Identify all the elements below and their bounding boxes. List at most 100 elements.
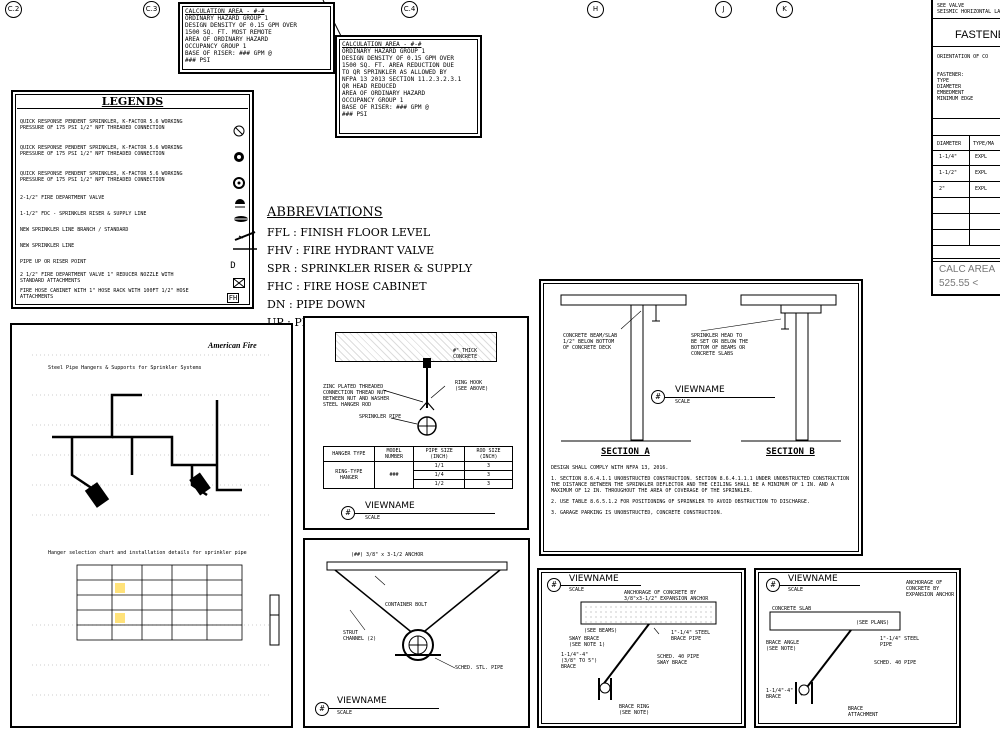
title-block-row: 1-1/4" EXPL — [933, 150, 1000, 166]
row-type: EXPL — [975, 154, 988, 160]
reference-sheet-subtitle-2: Hanger selection chart and installation … — [48, 550, 247, 556]
legend-symbol-icon: D — [230, 260, 236, 271]
hanger-table-head-model: MODEL NUMBER — [373, 446, 415, 462]
abbreviation-item: FHV : FIRE HYDRANT VALVE — [267, 244, 435, 257]
legend-item-text: 2 1/2" FIRE DEPARTMENT VALVE 1" REDUCER … — [20, 272, 174, 284]
title-block-header: FASTENE — [955, 29, 1000, 41]
calc-line: DESIGN DENSITY OF 0.15 GPM OVER — [185, 22, 297, 29]
title-block-top-note: SEE VALVE SEISMIC HORIZONTAL LA — [937, 3, 1000, 15]
title-block-row: 1-1/2"EXPL — [933, 166, 1000, 182]
legend-item-text: PIPE UP OR RISER POINT — [20, 259, 87, 265]
abbreviation-item: FHC : FIRE HOSE CABINET — [267, 280, 427, 293]
viewname-marker: # — [766, 578, 780, 592]
hanger-table-cell: RING-TYPE HANGER — [323, 461, 375, 489]
fastener-line: FASTENER: — [937, 72, 965, 78]
legend-list: QUICK RESPONSE PENDENT SPRINKLER, K-FACT… — [20, 112, 257, 303]
brace-1-label-sway: SWAY BRACE (SEE NOTE 1) — [569, 636, 606, 648]
title-block: SEE VALVE SEISMIC HORIZONTAL LA FASTENE … — [931, 0, 1000, 296]
brace-detail-1: # VIEWNAME SCALE ANCHORAGE OF CONCRETE B… — [537, 568, 746, 728]
section-notes: DESIGN SHALL COMPLY WITH NFPA 13, 2016. 1… — [551, 465, 851, 521]
hanger-detail: #" THICK CONCRETE RING HOOK (SEE ABOVE) … — [303, 316, 529, 530]
abbreviation-item: DN : PIPE DOWN — [267, 298, 366, 311]
title-block-row — [933, 230, 1000, 246]
hanger-table-cell: 3 — [464, 479, 513, 489]
viewname-label: VIEWNAME — [675, 385, 725, 395]
viewname-marker: # — [341, 506, 355, 520]
legend-item-text: QUICK RESPONSE PENDENT SPRINKLER, K-FACT… — [20, 171, 183, 183]
viewname-scale: SCALE — [337, 710, 353, 716]
viewname-scale: SCALE — [788, 587, 804, 593]
legend-item-text: QUICK RESPONSE PENDENT SPRINKLER, K-FACT… — [20, 145, 183, 157]
trapeze-drawing — [326, 561, 508, 669]
hanger-table-cell: 1/4 — [413, 470, 466, 480]
row-diameter: 1-1/4" — [939, 154, 958, 160]
viewname-scale: SCALE — [569, 587, 585, 593]
calc-line: CALCULATION AREA - #-# — [185, 8, 265, 15]
grid-bubble-h: H — [587, 1, 604, 18]
reference-sheet: American Fire Steel Pipe Hangers & Suppo… — [10, 323, 293, 728]
sections-drawing — [560, 294, 841, 442]
section-b-title: SECTION B — [766, 447, 815, 457]
concrete-slab — [335, 332, 497, 362]
calc-line: OCCUPANCY GROUP 1 — [342, 97, 404, 104]
hanger-table-cell: 1/1 — [413, 461, 466, 471]
section-a-title: SECTION A — [601, 447, 650, 457]
hanger-table-cell: ### — [373, 461, 415, 489]
legend-item-text: QUICK RESPONSE PENDENT SPRINKLER, K-FACT… — [20, 119, 183, 131]
calc-line: 1500 SQ. FT. AREA REDUCTION DUE — [342, 62, 454, 69]
trapeze-pipe-label: SCHED. STL. PIPE — [455, 665, 504, 671]
trapeze-strut-label: STRUT CHANNEL (2) — [343, 630, 377, 642]
hanger-drawing — [382, 358, 446, 436]
brace-2-label-range: 1-1/4"-4" BRACE — [766, 688, 794, 700]
section-note: DESIGN SHALL COMPLY WITH NFPA 13, 2016. — [551, 465, 669, 471]
legends-title: LEGENDS — [101, 95, 164, 108]
grid-bubble-k: K — [776, 1, 793, 18]
title-block-col-type: TYPE/MA — [973, 141, 995, 147]
legend-item: QUICK RESPONSE PENDENT SPRINKLER, K-FACT… — [20, 164, 248, 190]
slab-note: #" THICK CONCRETE — [453, 348, 478, 360]
calc-area-value: 525.55 < — [939, 278, 979, 289]
brace-1-label-sched: SCHED. 40 PIPE SWAY BRACE — [657, 654, 700, 666]
calc-line: 1500 SQ. FT. MOST REMOTE — [185, 29, 272, 36]
hanger-rod-label: ZINC PLATED THREADED CONNECTION THREAD N… — [323, 384, 390, 408]
title-block-row: 2" EXPL — [933, 182, 1000, 198]
grid-bubble-c3: C.3 — [143, 1, 160, 18]
calc-line: CALCULATION AREA - #-# — [342, 41, 422, 48]
brace-2-label-pipe: 1"-1/4" STEEL PIPE — [880, 636, 920, 648]
viewname-scale: SCALE — [675, 399, 691, 405]
brace-2-label-angle: BRACE ANGLE (SEE NOTE) — [766, 640, 800, 652]
row-type: EXPL — [975, 186, 988, 192]
calc-area-box-2: CALCULATION AREA - #-#ORDINARY HAZARD GR… — [335, 35, 482, 138]
legends-panel: LEGENDS QUICK RESPONSE PENDENT SPRINKLER… — [11, 90, 257, 309]
legend-item: NEW SPRINKLER LINE BRANCH / STANDARD — [20, 222, 256, 241]
brace-2-label-plans: (SEE PLANS) — [856, 620, 890, 626]
hanger-table-head-rod: ROD SIZE (INCH) — [464, 446, 513, 462]
row-diameter: 2" — [939, 186, 946, 192]
reference-sheet-sketch — [32, 354, 280, 696]
section-note: 1. SECTION 8.6.4.1.1 UNOBSTRUCTED CONSTR… — [551, 476, 850, 494]
sections-detail: CONCRETE BEAM/SLAB 1/2" BELOW BOTTOM OF … — [539, 279, 863, 556]
calc-area-1-text: CALCULATION AREA - #-#ORDINARY HAZARD GR… — [185, 8, 333, 64]
calc-area-2-text: CALCULATION AREA - #-#ORDINARY HAZARD GR… — [342, 41, 480, 118]
grid-bubble-c4: C.4 — [401, 1, 418, 18]
section-note: 2. USE TABLE 8.6.5.1.2 FOR POSITIONING O… — [551, 499, 810, 505]
hanger-table-cell: 3 — [464, 470, 513, 480]
hanger-table-head-type: HANGER TYPE — [323, 446, 375, 462]
title-block-rows: 1-1/4" EXPL 1-1/2"EXPL 2" EXPL — [933, 150, 1000, 262]
brace-2-drawing — [769, 611, 901, 704]
fastener-line: DIAMETER — [937, 84, 962, 90]
sprinkler-pipe-label: SPRINKLER PIPE — [359, 414, 402, 420]
hanger-schedule-table: HANGER TYPE MODEL NUMBER PIPE SIZE (INCH… — [323, 446, 513, 489]
viewname-label: VIEWNAME — [569, 574, 619, 584]
brace-1-drawing — [580, 601, 717, 700]
grid-bubble-c2: C.2 — [5, 1, 22, 18]
legend-symbol-icon: FH — [226, 292, 240, 303]
calc-line: ### PSI — [185, 57, 211, 64]
calc-line: OCCUPANCY GROUP 1 — [185, 43, 247, 50]
legend-item: 1-1/2" FDC - SPRINKLER RISER & SUPPLY LI… — [20, 206, 249, 222]
brace-1-label-anchor: ANCHORAGE OF CONCRETE BY 3/8"x3-1/2" EXP… — [624, 590, 709, 602]
grid-bubble-j: J — [715, 1, 732, 18]
viewname-label: VIEWNAME — [788, 574, 838, 584]
title-block-orientation: ORIENTATION OF CO — [937, 54, 989, 60]
